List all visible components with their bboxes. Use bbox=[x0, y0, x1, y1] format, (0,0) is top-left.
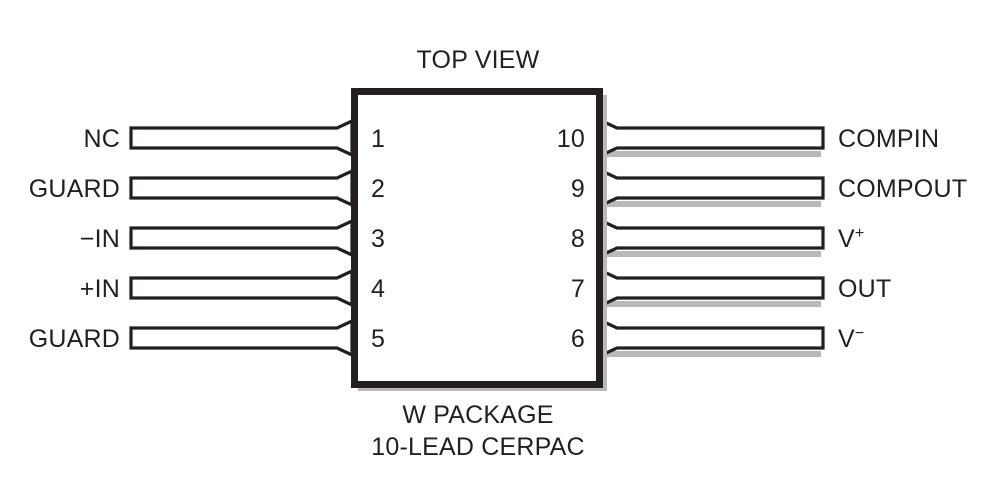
pin-label-compin-text: COMPIN bbox=[838, 125, 939, 153]
diagram-title: TOP VIEW bbox=[417, 46, 540, 74]
pin-number-2: 2 bbox=[371, 175, 385, 203]
lead-pin-4 bbox=[129, 268, 356, 308]
pin-label-compout: COMPOUT bbox=[838, 175, 967, 203]
package-body bbox=[351, 88, 607, 391]
caption-line-1: W PACKAGE bbox=[402, 401, 553, 429]
pin-number-9: 9 bbox=[571, 175, 585, 203]
pin-label-out: OUT bbox=[838, 275, 891, 303]
pin-number-3: 3 bbox=[371, 225, 385, 253]
lead-pin-6 bbox=[600, 318, 825, 358]
lead-pin-8 bbox=[600, 218, 825, 258]
lead-pin-7 bbox=[600, 268, 825, 308]
pin-label-nc: NC bbox=[83, 125, 120, 153]
left-pin-numbers: 1 2 3 4 5 bbox=[371, 125, 385, 353]
left-pin-labels: NC GUARD −IN +IN GUARD bbox=[29, 125, 120, 353]
pin-label-v-minus-sup: − bbox=[855, 325, 865, 342]
pin-label-guard-top: GUARD bbox=[29, 175, 120, 203]
pin-label-out-text: OUT bbox=[838, 275, 891, 303]
lead-pin-5 bbox=[129, 318, 356, 358]
caption-line-2: 10-LEAD CERPAC bbox=[371, 433, 585, 461]
pin-number-10: 10 bbox=[557, 125, 585, 153]
pin-number-5: 5 bbox=[371, 325, 385, 353]
lead-pin-10 bbox=[600, 118, 825, 158]
pin-number-8: 8 bbox=[571, 225, 585, 253]
right-pin-labels: COMPIN COMPOUT V+ OUT V− bbox=[838, 125, 967, 353]
pin-label-v-plus-sup: + bbox=[855, 225, 865, 242]
right-leads-group bbox=[600, 118, 825, 358]
pin-label-guard-bottom: GUARD bbox=[29, 325, 120, 353]
pin-label-minus-in: −IN bbox=[80, 225, 120, 253]
lead-pin-3 bbox=[129, 218, 356, 258]
pin-label-compout-text: COMPOUT bbox=[838, 175, 967, 203]
pin-label-compin: COMPIN bbox=[838, 125, 939, 153]
pin-label-v-minus: V− bbox=[838, 325, 864, 353]
lead-pin-1 bbox=[129, 118, 356, 158]
pin-number-6: 6 bbox=[571, 325, 585, 353]
right-pin-numbers: 10 9 8 7 6 bbox=[557, 125, 585, 353]
pin-number-4: 4 bbox=[371, 275, 385, 303]
pin-label-plus-in: +IN bbox=[80, 275, 120, 303]
pin-label-v-plus: V+ bbox=[838, 225, 864, 253]
pin-label-v-minus-text: V bbox=[838, 325, 855, 353]
left-leads-group bbox=[129, 118, 356, 358]
pin-label-v-plus-text: V bbox=[838, 225, 855, 253]
lead-pin-9 bbox=[600, 168, 825, 208]
package-caption: W PACKAGE 10-LEAD CERPAC bbox=[371, 401, 585, 461]
pin-number-1: 1 bbox=[371, 125, 385, 153]
lead-pin-2 bbox=[129, 168, 356, 208]
package-body-outline bbox=[351, 88, 603, 388]
pin-number-7: 7 bbox=[571, 275, 585, 303]
